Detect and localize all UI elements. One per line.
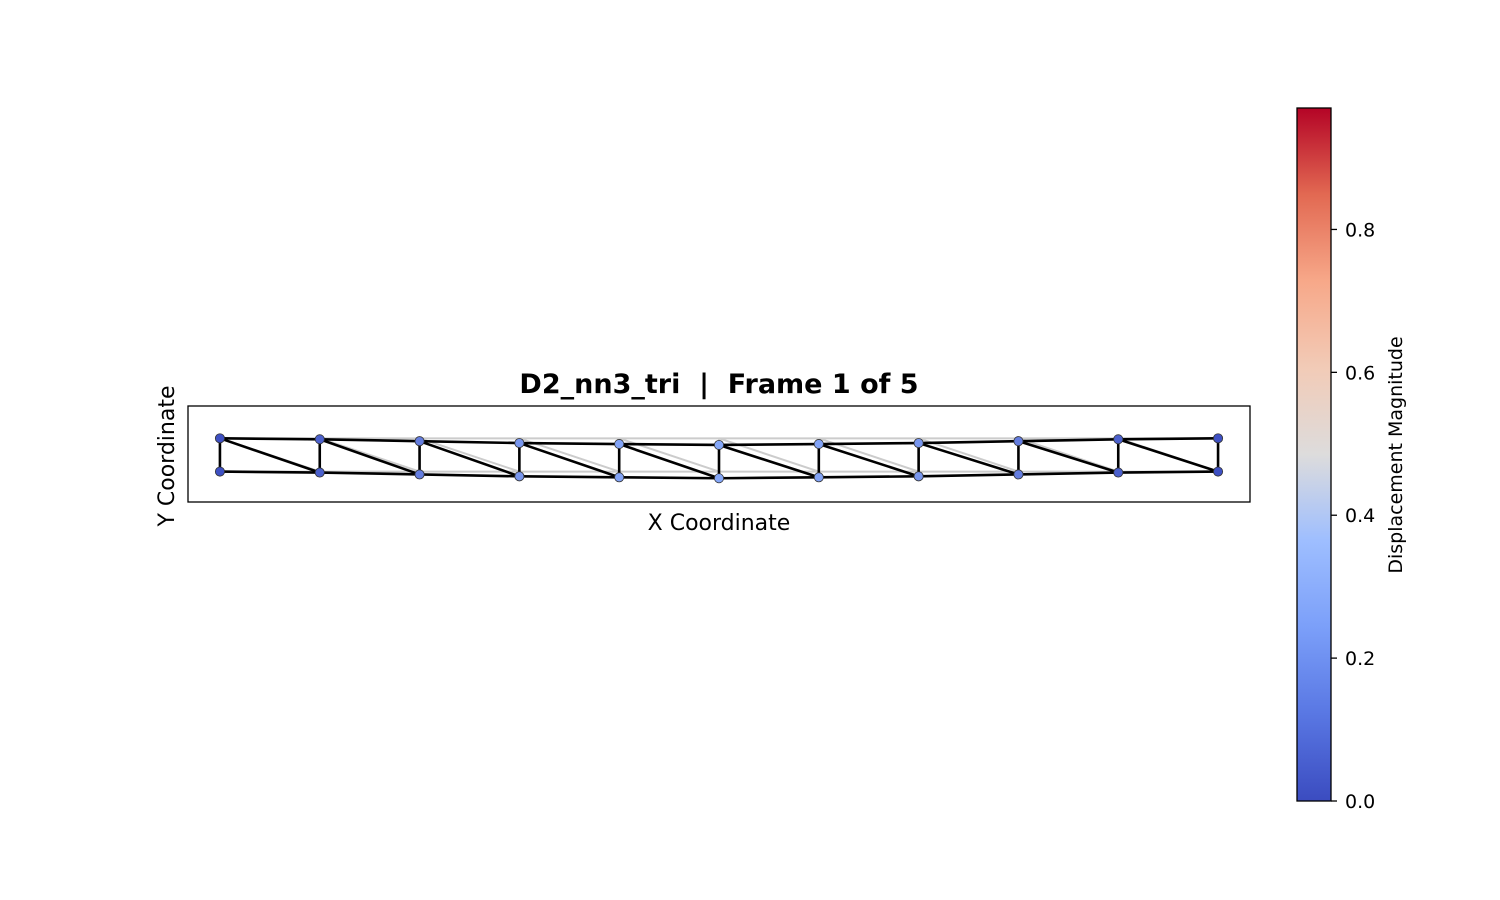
deformed-element (717, 443, 821, 479)
deformed-element (218, 470, 322, 474)
mesh-node (214, 466, 225, 477)
deformed-element (418, 473, 521, 478)
plot-frame (187, 405, 1251, 503)
undeformed-element (419, 437, 520, 473)
mesh-node (314, 467, 325, 478)
deformed-element (1017, 437, 1120, 443)
mesh-node (913, 471, 924, 482)
deformed-element (717, 475, 821, 480)
colorbar-tick-label: 0.2 (1345, 648, 1375, 670)
mesh-node (1013, 436, 1024, 447)
deformed-element (318, 471, 421, 476)
mesh-node (813, 439, 824, 450)
mesh-node (514, 438, 525, 449)
deformed-element (917, 441, 1020, 476)
deformed-element (1116, 470, 1220, 474)
y-axis-label: Y Coordinate (155, 385, 180, 527)
deformed-element (218, 437, 322, 474)
colorbar-gradient (1296, 107, 1332, 802)
deformed-element (617, 442, 721, 447)
deformed-element (617, 475, 721, 480)
mesh-node (414, 436, 425, 447)
deformed-element (518, 475, 621, 479)
deformed-element (917, 439, 1020, 445)
deformed-element (418, 439, 521, 478)
colorbar-tick-label: 0.0 (1345, 791, 1375, 813)
deformed-element (318, 437, 421, 476)
deformed-element (518, 441, 621, 479)
colorbar-label: Displacement Magnitude (1385, 336, 1407, 573)
mesh-node (1213, 433, 1224, 444)
mesh-node (714, 473, 725, 484)
mesh-node (414, 469, 425, 480)
deformed-mesh (218, 437, 1220, 480)
mesh-node (913, 438, 924, 449)
mesh-node (614, 439, 625, 450)
deformed-element (817, 442, 920, 478)
deformed-element (1116, 437, 1220, 441)
x-axis-label: X Coordinate (648, 511, 791, 536)
deformed-element (817, 441, 920, 446)
deformed-element (518, 441, 621, 446)
mesh-node (1113, 434, 1124, 445)
mesh-node (314, 434, 325, 445)
deformed-element (817, 475, 920, 479)
deformed-element (218, 437, 322, 441)
colorbar-tick-label: 0.8 (1345, 219, 1375, 241)
colorbar-tick-label: 0.6 (1345, 362, 1375, 384)
mesh-node (1213, 466, 1224, 477)
deformed-element (1116, 437, 1220, 473)
chart-title: D2_nn3_tri | Frame 1 of 5 (519, 369, 918, 400)
mesh-node (514, 471, 525, 482)
mesh-node (1013, 469, 1024, 480)
mesh-nodes (214, 433, 1224, 484)
deformed-element (418, 439, 521, 445)
colorbar-ticks: 0.0 0.2 0.4 0.6 0.8 (1331, 219, 1375, 813)
deformed-element (1017, 439, 1120, 474)
mesh-node (813, 472, 824, 483)
deformed-element (617, 442, 721, 480)
deformed-element (717, 442, 821, 447)
colorbar-tick-label: 0.4 (1345, 505, 1375, 527)
deformed-element (1017, 471, 1120, 476)
deformed-element (917, 473, 1020, 478)
mesh-node (714, 439, 725, 450)
deformed-element (318, 437, 421, 443)
mesh-node (614, 472, 625, 483)
colorbar: 0.0 0.2 0.4 0.6 0.8 Displacement Magnitude (1296, 107, 1407, 813)
mesh-node (1113, 467, 1124, 478)
mesh-node (214, 433, 225, 444)
